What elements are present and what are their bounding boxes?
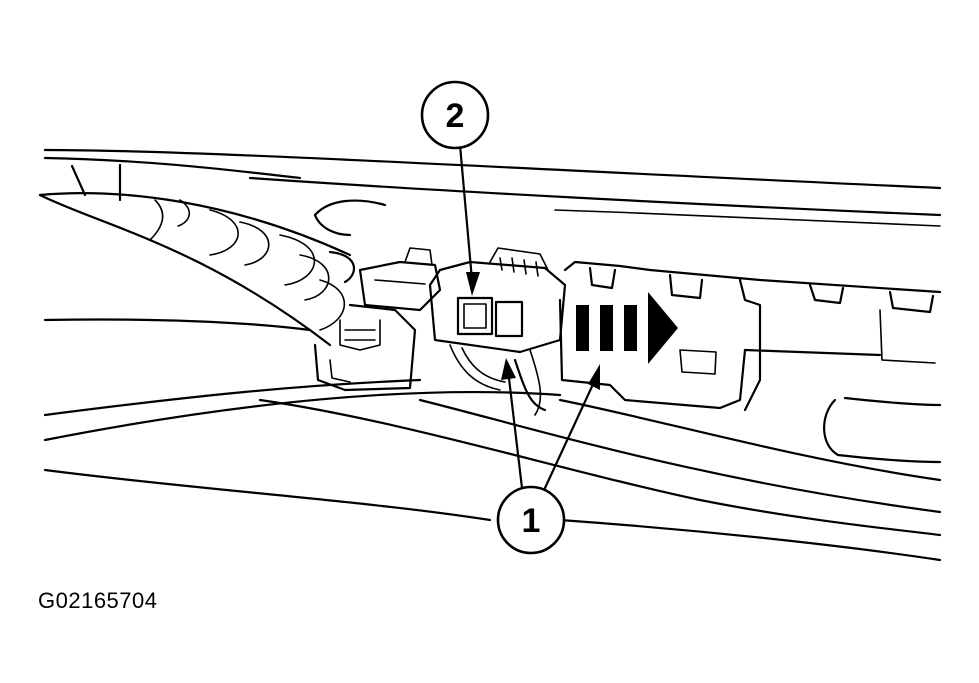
left-connector bbox=[313, 247, 442, 392]
callout-1-label: 1 bbox=[522, 502, 541, 540]
upper-panel-lines bbox=[43, 148, 942, 227]
callout-1: 1 bbox=[496, 485, 566, 555]
callout-leaders bbox=[458, 143, 600, 490]
figure-code: G02165704 bbox=[38, 588, 158, 613]
callout-2-label: 2 bbox=[446, 97, 465, 135]
connector-wires bbox=[449, 344, 547, 416]
center-connector bbox=[428, 247, 567, 354]
lower-panel-lines bbox=[43, 318, 942, 562]
latch-bracket bbox=[558, 260, 942, 412]
wiring-harness bbox=[38, 192, 356, 347]
upper-rod bbox=[313, 199, 387, 237]
lower-rod bbox=[823, 396, 942, 464]
callout-2: 2 bbox=[420, 80, 490, 150]
motion-direction-arrow-icon bbox=[576, 292, 678, 364]
